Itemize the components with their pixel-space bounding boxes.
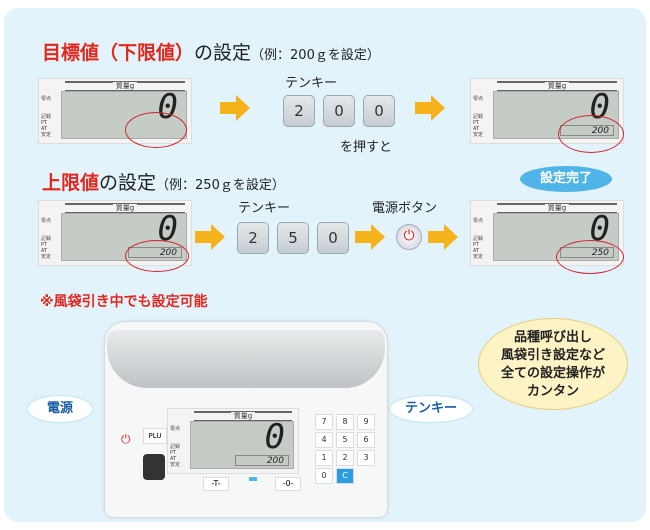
lcd-side-label: AT	[473, 248, 480, 254]
lcd-side-label: AT	[473, 126, 480, 132]
lcd-header-text: 質量g	[544, 204, 570, 212]
lcd-side-label: 記録	[41, 236, 52, 242]
lcd-main-digit: 0	[157, 209, 178, 249]
lcd-side-label: 記録	[473, 236, 484, 242]
lcd-side-label: PT	[170, 450, 177, 456]
lcd-screen: 0 200	[190, 417, 294, 469]
lcd-side-label: 零点	[170, 426, 181, 432]
lcd-side-label: 零点	[41, 218, 52, 224]
numpad-key-5[interactable]: 5	[336, 432, 354, 448]
lcd-side-label: PT	[473, 120, 480, 126]
numpad-key-4[interactable]: 4	[315, 432, 333, 448]
keypad-label: テンキー	[285, 76, 338, 91]
weighing-pan	[107, 330, 385, 388]
keypad-callout: テンキー	[390, 396, 472, 422]
lcd-side-label: 安定	[170, 462, 181, 468]
press-label: を押すと	[340, 140, 393, 155]
key-2[interactable]: 2	[283, 95, 315, 127]
features-line: 品種呼び出し	[513, 330, 592, 345]
highlight-ring	[125, 112, 187, 148]
done-badge: 設定完了	[520, 166, 612, 192]
lcd-side-label: 零点	[473, 96, 484, 102]
lcd-side-label: PT	[41, 242, 48, 248]
numpad-key-7[interactable]: 7	[315, 414, 333, 430]
section2-title: 上限値の設定（例：250ｇを設定）	[42, 172, 285, 194]
section1-title: 目標値（下限値）の設定（例：200ｇを設定）	[42, 42, 380, 64]
power-icon[interactable]: ⏻	[121, 432, 131, 446]
highlight-ring	[556, 240, 624, 274]
numpad-key-9[interactable]: 9	[357, 414, 375, 430]
key-2[interactable]: 2	[237, 222, 269, 254]
key-0[interactable]: 0	[317, 222, 349, 254]
key-0[interactable]: 0	[323, 95, 355, 127]
lcd-side-label: 安定	[41, 254, 52, 260]
power-callout: 電源	[28, 396, 92, 422]
features-line: カンタン	[526, 384, 579, 399]
numpad-key-3[interactable]: 3	[357, 450, 375, 466]
numpad-key-0[interactable]: 0	[315, 468, 333, 484]
lcd-side-label: 零点	[41, 96, 52, 102]
lcd-sub-value: 200	[235, 455, 289, 466]
lcd-side-label: PT	[41, 120, 48, 126]
key-5[interactable]: 5	[277, 222, 309, 254]
features-callout: 品種呼び出し 風袋引き設定など 全ての設定操作が カンタン	[478, 318, 628, 410]
lcd-side-label: 安定	[41, 132, 52, 138]
power-button-label: 電源ボタン	[372, 201, 438, 216]
lcd-header-text: 質量g	[112, 204, 138, 212]
features-line: 風袋引き設定など	[500, 348, 605, 363]
zero-button[interactable]: -0-	[275, 477, 301, 491]
numpad-key-2[interactable]: 2	[336, 450, 354, 466]
lcd-side-label: 安定	[473, 132, 484, 138]
lcd-side-label: AT	[41, 248, 48, 254]
lcd-header-text: 質量g	[544, 82, 570, 90]
lcd-side-label: 零点	[473, 218, 484, 224]
power-button-icon[interactable]: ⏻	[396, 224, 422, 250]
lcd-side-label: 記録	[41, 114, 52, 120]
indicator-light	[249, 477, 257, 481]
lcd-side-label: 安定	[473, 254, 484, 260]
numpad-key-6[interactable]: 6	[357, 432, 375, 448]
keypad-label: テンキー	[238, 201, 291, 216]
lcd-header-text: 質量g	[112, 82, 138, 90]
lcd-main-digit: 0	[589, 209, 610, 249]
numpad-key-C[interactable]: C	[336, 468, 354, 484]
level-bubble	[143, 454, 165, 480]
lcd-header-text: 質量g	[230, 412, 256, 420]
features-line: 全ての設定操作が	[500, 366, 605, 381]
tare-button[interactable]: -T-	[203, 477, 229, 491]
plu-button[interactable]: PLU	[143, 428, 167, 444]
spec-label	[119, 407, 173, 423]
key-0[interactable]: 0	[363, 95, 395, 127]
numpad-key-8[interactable]: 8	[336, 414, 354, 430]
lcd-main-digit: 0	[264, 417, 285, 457]
numpad-key-1[interactable]: 1	[315, 450, 333, 466]
note-text: ※風袋引き中でも設定可能	[40, 294, 208, 310]
lcd-side-label: 記録	[473, 114, 484, 120]
lcd-side-label: AT	[41, 126, 48, 132]
lcd-side-label: PT	[473, 242, 480, 248]
highlight-ring	[558, 115, 624, 153]
lcd-side-label: AT	[170, 456, 177, 462]
lcd-side-label: 記録	[170, 444, 181, 450]
highlight-ring	[125, 240, 189, 272]
